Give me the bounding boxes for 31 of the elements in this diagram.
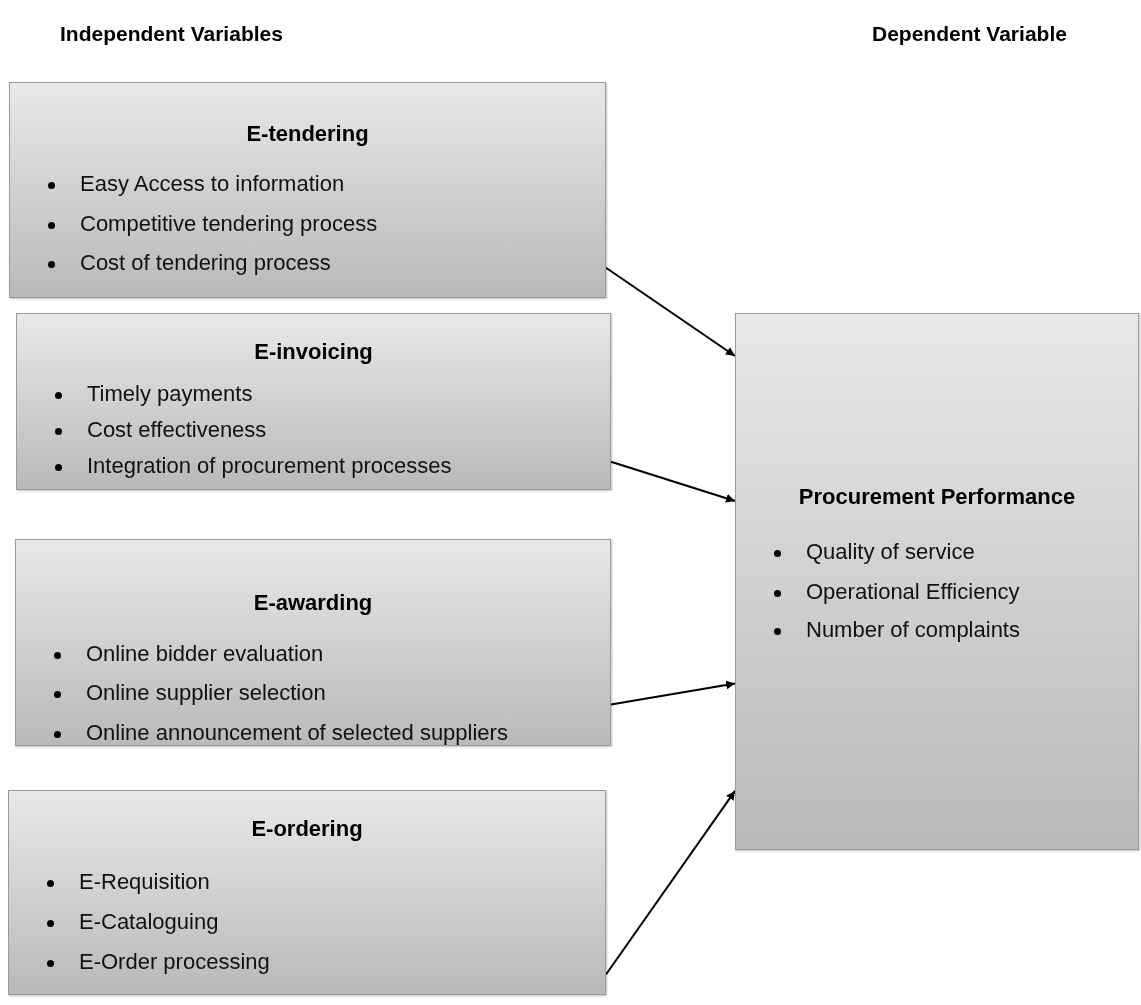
bullet-item: Online announcement of selected suppliers [86, 720, 508, 746]
bullet-item: Quality of service [806, 539, 975, 565]
box-heading: E-tendering [245, 121, 370, 147]
variable-box [16, 313, 611, 490]
bullet-item: Competitive tendering process [80, 211, 378, 237]
bullet-item: Integration of procurement processes [87, 453, 452, 479]
box-heading: Procurement Performance [797, 484, 1077, 510]
bullet-item: Operational Efficiency [806, 579, 1020, 605]
arrow [605, 266, 736, 357]
bullet-item: Cost effectiveness [87, 417, 267, 443]
arrow [605, 789, 736, 976]
box-heading: E-ordering [250, 816, 364, 842]
bullet-item: E-Cataloguing [79, 909, 219, 935]
column-heading: Independent Variables [60, 22, 283, 46]
bullet-item: Timely payments [87, 381, 253, 407]
variable-box [15, 539, 611, 746]
arrow [610, 680, 736, 706]
bullet-item: E-Order processing [79, 949, 270, 975]
variable-box [9, 82, 606, 298]
box-heading: E-invoicing [253, 339, 374, 365]
arrow [610, 460, 736, 503]
bullet-item: Online supplier selection [86, 680, 326, 706]
bullet-item: Online bidder evaluation [86, 641, 324, 667]
box-heading: E-awarding [252, 590, 374, 616]
variable-box [735, 313, 1139, 850]
column-heading: Dependent Variable [872, 22, 1067, 46]
bullet-item: Easy Access to information [80, 171, 345, 197]
bullet-item: Number of complaints [806, 617, 1020, 643]
bullet-item: Cost of tendering process [80, 250, 331, 276]
bullet-item: E-Requisition [79, 869, 210, 895]
variable-box [8, 790, 606, 995]
